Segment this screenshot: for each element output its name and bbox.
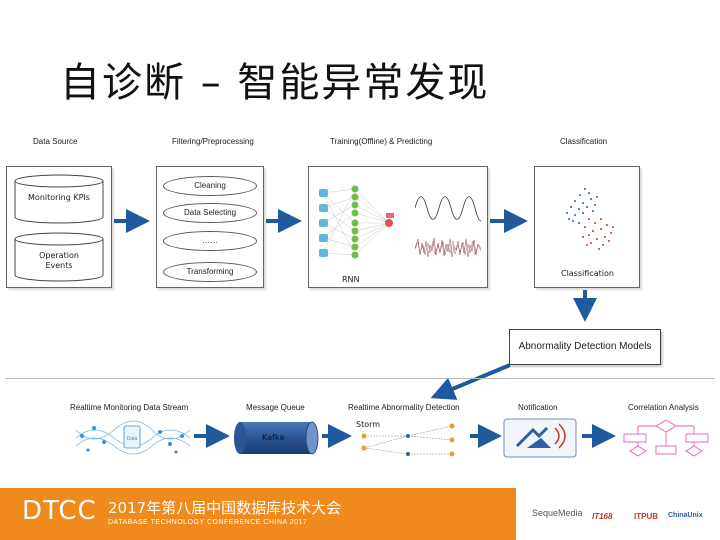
data-stream-icon: Data <box>75 420 191 455</box>
footer-subtitle: DATABASE TECHNOLOGY CONFERENCE CHINA 201… <box>108 519 308 526</box>
signal-wave-icon <box>415 196 481 222</box>
stage-label-queue: Message Queue <box>246 403 305 412</box>
correlation-analysis-icon <box>623 419 709 457</box>
stage-label-notification: Notification <box>518 403 558 412</box>
database-cylinder-icon <box>14 174 104 224</box>
svg-text:Data: Data <box>127 436 138 442</box>
stage-label-training: Training(Offline) & Predicting <box>330 137 433 146</box>
page-title: 自诊断 – 智能异常发现 <box>60 60 490 106</box>
notification-icon <box>503 418 577 458</box>
neural-network-icon <box>319 185 394 259</box>
sponsor-it168: IT168 <box>592 512 613 521</box>
database-cylinder-icon <box>14 232 104 282</box>
stage-label-data-source: Data Source <box>33 137 78 146</box>
classification-inner-label: Classification <box>561 269 614 278</box>
storm-label: Storm <box>356 420 381 429</box>
filtering-box: Cleaning Data Selecting …… Transforming <box>156 166 264 288</box>
classification-box: Classification <box>534 166 640 288</box>
stage-label-detection: Realtime Abnormality Detection <box>348 403 460 412</box>
storm-topology-icon <box>361 423 455 457</box>
footer-title: 2017年第八届中国数据库技术大会 <box>108 499 342 517</box>
stage-label-stream: Realtime Monitoring Data Stream <box>70 403 189 412</box>
stage-label-filtering: Filtering/Preprocessing <box>172 137 254 146</box>
training-box: RNN <box>308 166 488 288</box>
rnn-label: RNN <box>342 275 360 284</box>
sponsor-itpub: ITPUB <box>634 512 658 521</box>
sponsor-area <box>516 488 720 540</box>
section-divider <box>5 378 715 379</box>
step-ellipsis: …… <box>163 231 257 251</box>
stage-label-classification: Classification <box>560 137 608 146</box>
data-source-box: Monitoring KPIs Operation Events <box>6 166 112 288</box>
sponsor-chinaunix: ChinaUnix <box>668 512 703 519</box>
flow-arrows <box>114 209 616 448</box>
step-cleaning: Cleaning <box>163 176 257 196</box>
abnormality-detection-models-box: Abnormality Detection Models <box>509 329 661 365</box>
scatter-plot-icon <box>566 188 614 250</box>
noise-signal-icon <box>415 237 481 258</box>
kafka-label: Kafka <box>262 433 285 442</box>
step-data-selecting: Data Selecting <box>163 203 257 223</box>
kafka-queue-icon <box>234 421 319 455</box>
sponsor-sequemedia: SequeMedia <box>532 508 583 518</box>
source-monitoring-kpis: Monitoring KPIs <box>28 193 90 202</box>
stage-label-correlation: Correlation Analysis <box>628 403 699 412</box>
step-transforming: Transforming <box>163 262 257 282</box>
source-operation-events: Operation Events <box>39 251 79 270</box>
dtcc-logo: DTCC <box>22 496 97 526</box>
